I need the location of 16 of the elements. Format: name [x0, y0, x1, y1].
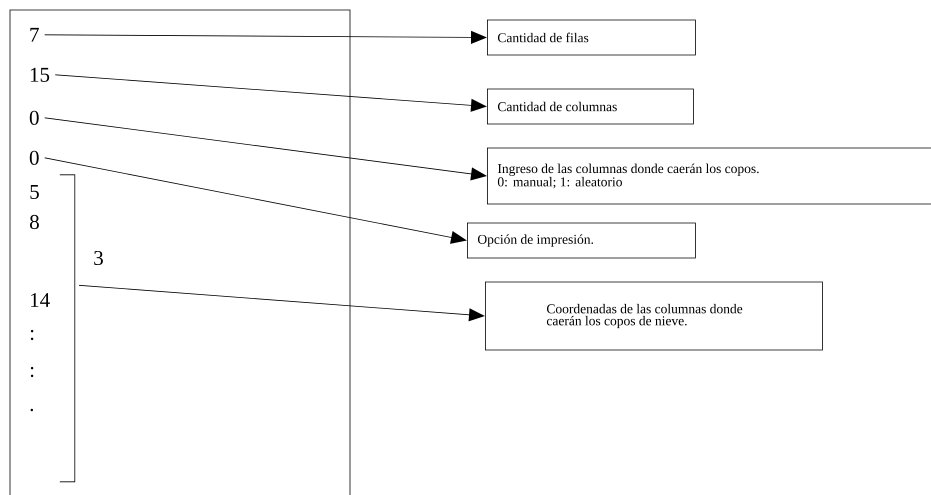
value-text: :	[30, 366, 34, 378]
value-text: :	[30, 330, 34, 340]
value-text: 8	[30, 214, 39, 230]
value-text: .	[30, 408, 34, 412]
text-box: Cantidad de columnas	[487, 88, 694, 124]
value-text: 15	[30, 68, 50, 82]
text-box: Ingreso de las columnas donde caerán los copos. 0: manual; 1: aleatorio	[487, 148, 931, 204]
panel-frame	[10, 10, 350, 495]
value-text: 7	[30, 28, 39, 42]
text-box: Opción de impresión.	[467, 222, 696, 258]
value-text: 0	[30, 110, 39, 125]
text-box: Cantidad de filas	[487, 20, 696, 56]
value-text: 5	[30, 185, 39, 199]
bracket	[59, 174, 76, 482]
value-text: 0	[30, 150, 39, 165]
text-box: Coordenadas de las columnas donde caerán los copos de nieve.	[485, 282, 823, 350]
